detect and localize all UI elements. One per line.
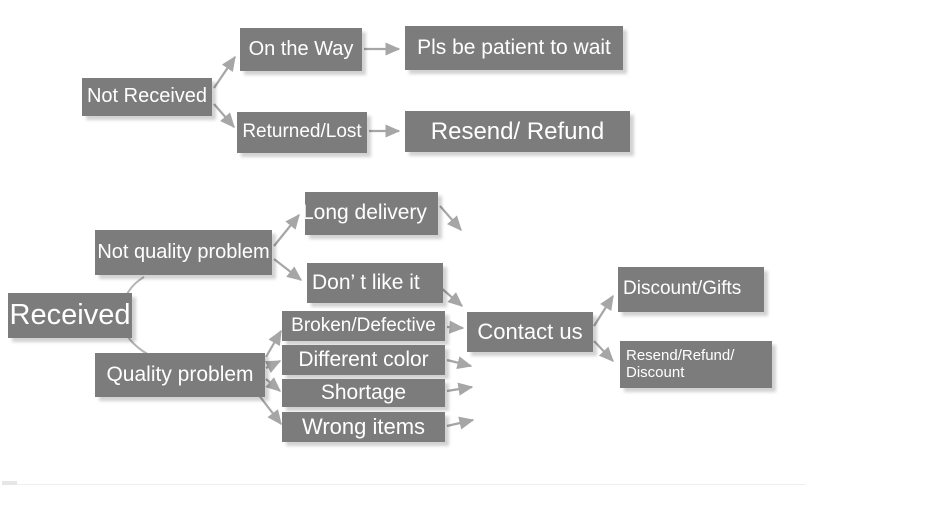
arrow-qp-to-broken-defective [265,329,282,358]
node-not-received: Not Received [82,78,212,116]
node-different-color: Different color [282,345,445,375]
arrow-different-color-out [446,356,473,370]
arrow-contact-us-to-resend-refund-discount [593,340,614,362]
node-resend-refund: Resend/ Refund [405,111,630,152]
arrow-not-received-to-returned-lost [213,103,235,128]
node-returned-lost: Returned/Lost [237,112,367,153]
arrow-wrong-items-out [446,416,475,430]
arrow-broken-defective-to-contact-us [446,320,465,334]
node-not-quality-problem: Not quality problem [95,230,272,275]
node-long-delivery: Long delivery [302,192,438,235]
arrow-dont-like-it-out [439,286,463,307]
node-shortage: Shortage [282,379,445,407]
scan-artifact-mark [2,481,17,485]
arrow-shortage-out [446,382,474,396]
node-broken-defective: Broken/Defective [282,311,445,341]
node-dont-like-it: Don’ t like it [307,263,443,303]
arrow-contact-us-to-discount-gifts [593,294,614,327]
node-contact-us: Contact us [467,312,593,352]
node-discount-gifts: Discount/Gifts [618,267,764,312]
node-quality-problem: Quality problem [95,353,265,397]
node-on-the-way: On the Way [240,28,362,71]
node-wrong-items: Wrong items [282,412,445,442]
arrow-nqp-to-dont-like-it [273,258,303,281]
arrow-not-received-to-on-the-way [213,55,236,89]
arrow-long-delivery-out [439,205,462,231]
node-resend-refund-discount: Resend/Refund/ Discount [620,341,772,388]
node-pls-be-patient: Pls be patient to wait [405,26,623,70]
arrow-qp-to-different-color [264,360,282,374]
node-received: Received [8,293,132,338]
scan-artifact-line [6,484,806,485]
arrow-qp-to-wrong-items [257,393,282,426]
arrow-qp-to-shortage [265,377,282,392]
arrow-nqp-to-long-delivery [273,213,300,247]
